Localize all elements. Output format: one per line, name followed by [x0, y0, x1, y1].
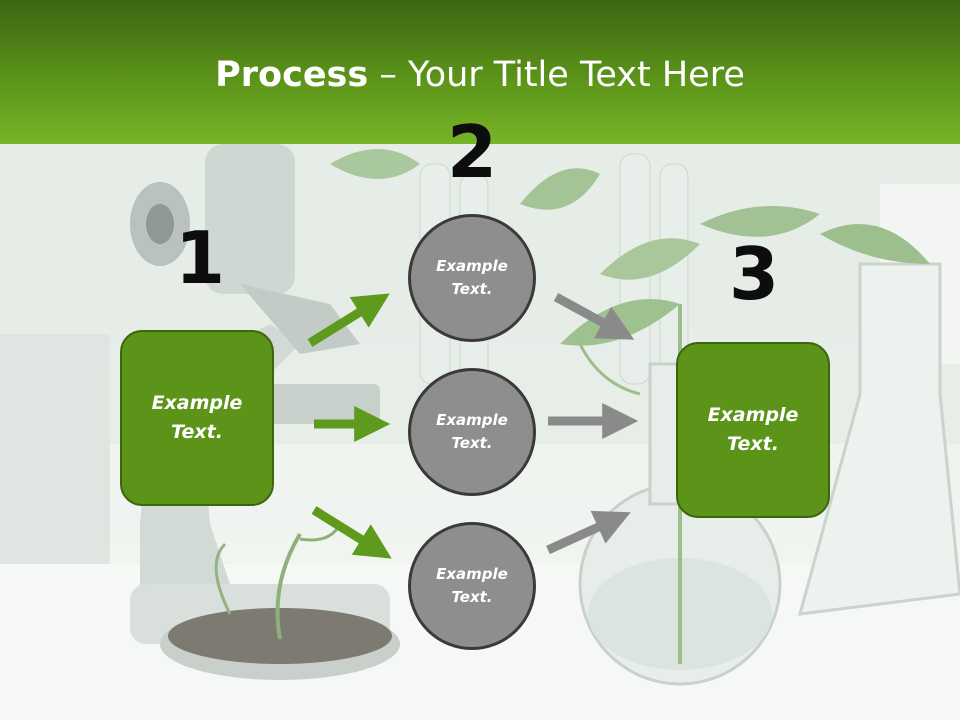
slide-title[interactable]: Process – Your Title Text Here — [0, 52, 960, 98]
title-bold-part: Process — [215, 55, 369, 95]
step-1-box[interactable]: Example Text. — [120, 330, 274, 506]
circle-top-text: Example Text. — [436, 257, 508, 298]
gray-arrow-down — [553, 293, 635, 340]
step-2-circle-middle[interactable]: Example Text. — [408, 368, 536, 496]
step-1-box-text: Example Text. — [151, 392, 243, 443]
circle-middle-text: Example Text. — [436, 411, 508, 452]
step-2-circle-top[interactable]: Example Text. — [408, 214, 536, 342]
green-arrow-down — [311, 506, 392, 559]
circle-bottom-text: Example Text. — [436, 565, 508, 606]
title-rest-part: – Your Title Text Here — [368, 55, 745, 95]
step-number-3: 3 — [728, 232, 780, 316]
gray-arrow-up — [546, 510, 631, 555]
step-3-box-text: Example Text. — [707, 404, 799, 455]
green-arrow-up — [307, 293, 390, 347]
step-number-1: 1 — [174, 216, 226, 300]
step-2-circle-bottom[interactable]: Example Text. — [408, 522, 536, 650]
step-3-box[interactable]: Example Text. — [676, 342, 830, 518]
title-banner: Process – Your Title Text Here — [0, 0, 960, 144]
step-number-2: 2 — [446, 110, 498, 194]
